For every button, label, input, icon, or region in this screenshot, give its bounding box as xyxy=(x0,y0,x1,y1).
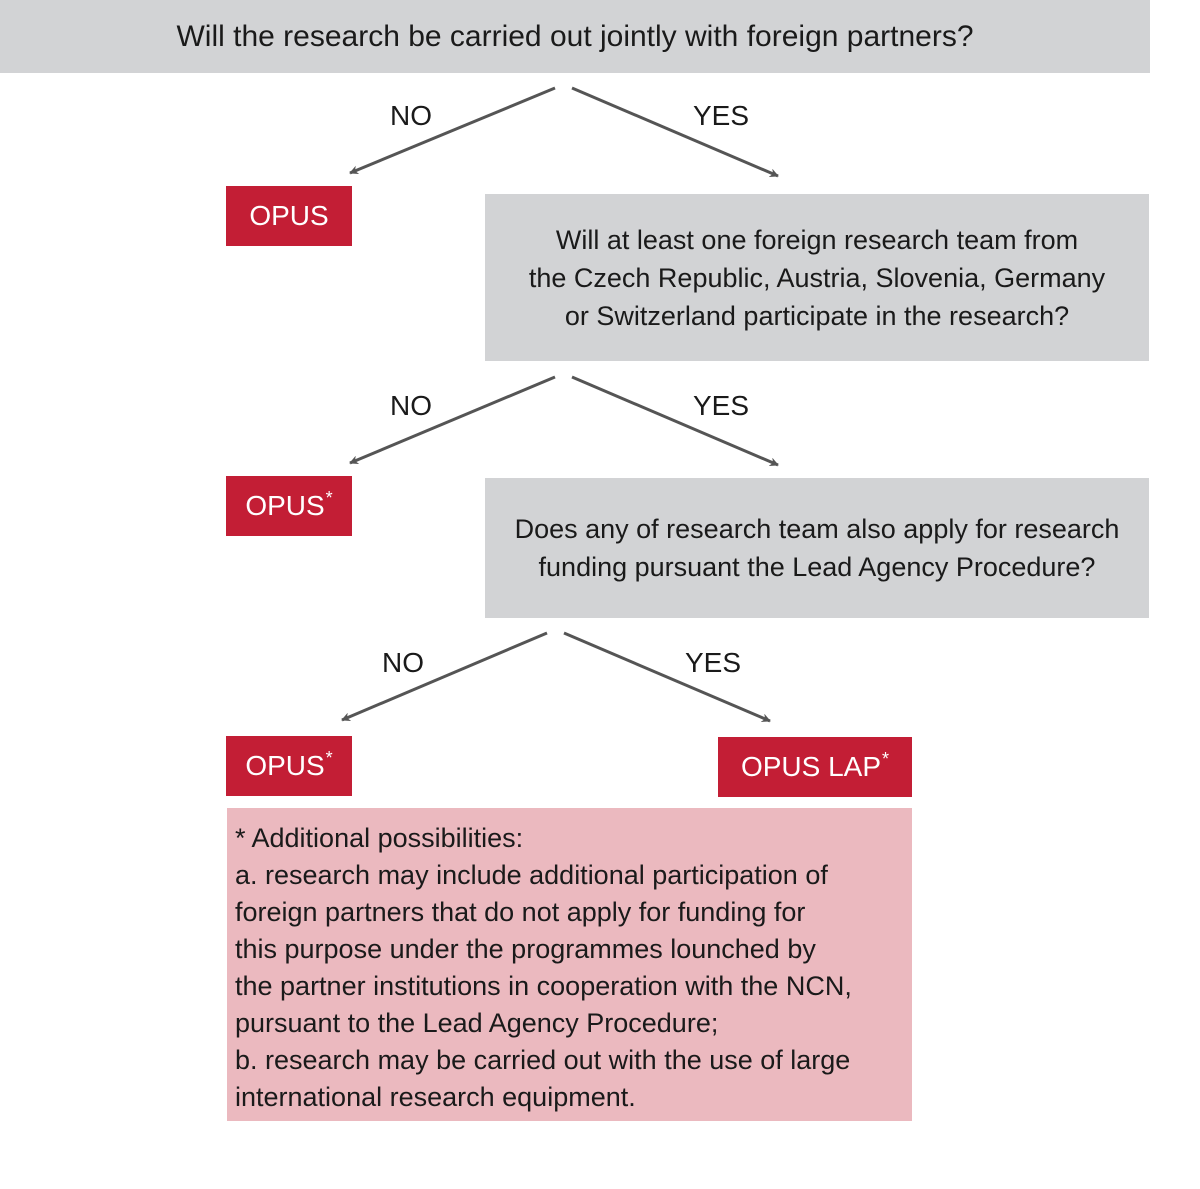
footnote-line-2: a. research may include additional parti… xyxy=(235,860,828,890)
question-1-text: Will the research be carried out jointly… xyxy=(176,19,974,53)
outcome-opus-3: OPUS* xyxy=(226,736,352,796)
footnote-line-4: this purpose under the programmes lounch… xyxy=(235,934,816,964)
answer-no-3: NO xyxy=(382,647,424,678)
question-2-box: Will at least one foreign research team … xyxy=(485,194,1149,361)
question-2-line-3: or Switzerland participate in the resear… xyxy=(564,300,1070,331)
answer-yes-1: YES xyxy=(692,100,750,131)
arrow-q3-no xyxy=(341,631,548,722)
outcome-opus-lap: OPUS LAP* xyxy=(718,737,912,797)
question-1-box: Will the research be carried out jointly… xyxy=(0,0,1150,73)
outcome-opus-3-asterisk: * xyxy=(325,747,333,768)
question-3-line-2: funding pursuant the Lead Agency Procedu… xyxy=(538,552,1096,582)
outcome-opus-2-label: OPUS xyxy=(245,490,325,521)
outcome-opus-lap-label: OPUS LAP xyxy=(740,751,882,782)
outcome-opus-1: OPUS xyxy=(226,186,352,246)
question-3-box: Does any of research team also apply for… xyxy=(485,478,1149,618)
outcome-opus-2: OPUS* xyxy=(226,476,352,536)
question-3-line-1: Does any of research team also apply for… xyxy=(514,514,1120,544)
arrow-q2-no xyxy=(349,375,556,465)
arrow-q3-yes xyxy=(563,631,771,723)
answer-no-2: NO xyxy=(390,390,432,421)
outcome-opus-lap-asterisk: * xyxy=(882,748,890,769)
answer-yes-3: YES xyxy=(684,647,742,678)
footnote-line-5: the partner institutions in cooperation … xyxy=(235,971,852,1001)
answer-yes-2: YES xyxy=(692,390,750,421)
footnote-line-3: foreign partners that do not apply for f… xyxy=(235,897,806,927)
outcome-opus-1-label: OPUS xyxy=(249,200,329,231)
footnote-line-7: b. research may be carried out with the … xyxy=(235,1045,851,1075)
arrow-q2-yes xyxy=(571,375,779,467)
arrow-q1-yes xyxy=(571,86,779,178)
outcome-opus-2-asterisk: * xyxy=(325,487,333,508)
question-2-line-2: the Czech Republic, Austria, Slovenia, G… xyxy=(528,262,1106,293)
answer-no-1: NO xyxy=(390,100,432,131)
question-2-line-1: Will at least one foreign research team … xyxy=(555,224,1079,255)
footnote-box: * Additional possibilities: a. research … xyxy=(227,808,912,1121)
footnote-line-1: * Additional possibilities: xyxy=(235,823,524,853)
arrow-q1-no xyxy=(349,86,556,175)
footnote-line-6: pursuant to the Lead Agency Procedure; xyxy=(235,1008,719,1038)
footnote-line-8: international research equipment. xyxy=(235,1082,636,1112)
outcome-opus-3-label: OPUS xyxy=(245,750,325,781)
